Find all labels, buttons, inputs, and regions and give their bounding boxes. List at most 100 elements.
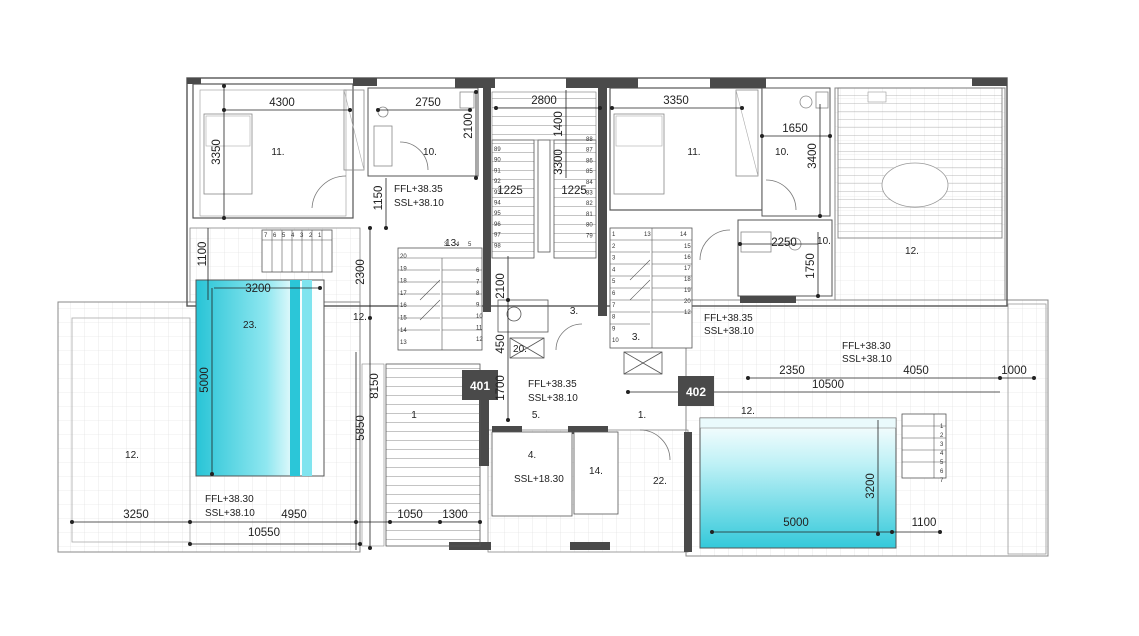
stair-step-number: 80	[586, 223, 593, 229]
room-1-stair: 1	[411, 410, 417, 421]
stair-step-number: 6	[940, 469, 944, 475]
stair-step-number: 2	[612, 244, 616, 250]
room-3-mid: 3.	[632, 332, 640, 343]
stair-step-number: 90	[494, 158, 501, 164]
stair-step-number: 12	[684, 310, 691, 316]
dim-1225-a: 1225	[497, 185, 523, 197]
stair-step-number: 8	[612, 315, 616, 321]
stair-step-number: 3	[444, 242, 448, 248]
stair-step-number: 96	[494, 222, 501, 228]
room-22: 22.	[653, 476, 667, 487]
dim-2100-a: 2100	[463, 113, 475, 139]
level-ssl-center: SSL+38.10	[528, 393, 578, 404]
deck-top-right	[837, 87, 1003, 239]
dim-10500: 10500	[812, 379, 844, 391]
dim-3200-pool: 3200	[245, 283, 271, 295]
stair-step-number: 10	[612, 338, 619, 344]
stair-step-number: 5	[468, 242, 472, 248]
stair-step-number: 6	[273, 233, 277, 239]
dim-3250: 3250	[123, 509, 149, 521]
stair-step-number: 2	[940, 433, 944, 439]
dim-1300: 1300	[442, 509, 468, 521]
stair-step-number: 83	[586, 191, 593, 197]
room-23: 23.	[243, 320, 257, 331]
room-12-mid: 12.	[353, 312, 367, 323]
level-ffl-center: FFL+38.35	[528, 379, 577, 390]
stair-step-number: 3	[300, 233, 304, 239]
room-5: 5.	[532, 410, 540, 421]
stair-step-number: 91	[494, 168, 501, 174]
stair-step-numbers: 8990919293949596979888878685848382818079…	[264, 137, 944, 484]
stair-step-number: 3	[612, 256, 616, 262]
dim-1000: 1000	[1001, 365, 1027, 377]
stair-step-number: 3	[940, 442, 944, 448]
dim-1650: 1650	[782, 123, 808, 135]
stair-step-number: 17	[684, 266, 691, 272]
stair-step-number: 95	[494, 211, 501, 217]
stair-step-number: 17	[400, 291, 407, 297]
dim-10550: 10550	[248, 527, 280, 539]
dim-2800: 2800	[531, 95, 557, 107]
doors	[311, 141, 797, 461]
room-1-mid: 1.	[638, 410, 646, 421]
stair-step-number: 89	[494, 147, 501, 153]
stair-step-number: 8	[476, 291, 480, 297]
level-labels: FFL+38.35 SSL+38.10 FFL+38.35 SSL+38.10 …	[205, 184, 892, 519]
dim-5000-pool: 5000	[199, 367, 211, 393]
room-12-right: 12.	[741, 406, 755, 417]
dim-3200-right: 3200	[865, 473, 877, 499]
stair-step-number: 13	[400, 340, 407, 346]
stair-step-number: 5	[940, 460, 944, 466]
stair-step-number: 9	[612, 326, 616, 332]
stair-step-number: 1	[318, 233, 322, 239]
dim-2750: 2750	[415, 97, 441, 109]
level-ssl-terrace-left: SSL+38.10	[205, 508, 255, 519]
dim-4050: 4050	[903, 365, 929, 377]
stair-step-number: 15	[400, 316, 407, 322]
stair-step-number: 19	[400, 266, 407, 272]
room-11-right: 11.	[687, 147, 700, 158]
stair-step-number: 92	[494, 179, 501, 185]
stair-step-number: 84	[586, 180, 593, 186]
pool-left	[195, 279, 325, 477]
stair-step-number: 19	[684, 288, 691, 294]
stair-401	[397, 247, 483, 351]
level-ffl-terrace-right: FFL+38.30	[842, 341, 891, 352]
dim-4950: 4950	[281, 509, 307, 521]
bed-left	[203, 113, 253, 195]
stair-step-number: 4	[612, 267, 616, 273]
stair-step-number: 6	[476, 268, 480, 274]
level-ffl-terrace-left: FFL+38.30	[205, 494, 254, 505]
room-10-left: 10.	[423, 147, 437, 158]
room-11-left: 11.	[271, 147, 284, 158]
level-ssl-top-mid: SSL+38.10	[394, 198, 444, 209]
dim-2350: 2350	[779, 365, 805, 377]
stair-step-number: 88	[586, 137, 593, 143]
unit-tag-402[interactable]: 402	[678, 376, 714, 406]
dim-3350-side: 3350	[211, 139, 223, 165]
room-12-top-right: 12.	[905, 246, 919, 257]
dim-5000-right: 5000	[783, 517, 809, 529]
dim-4300: 4300	[269, 97, 295, 109]
stair-step-number: 1	[940, 424, 944, 430]
unit-tag-401[interactable]: 401	[462, 370, 498, 400]
central-stair	[491, 91, 597, 259]
level-ssl-terrace-right: SSL+38.10	[842, 354, 892, 365]
level-ssl-room4: SSL+18.30	[514, 474, 564, 485]
stair-step-number: 4	[456, 242, 460, 248]
room-3-left: 3.	[570, 306, 578, 317]
stair-step-number: 20	[684, 299, 691, 305]
dim-8150: 8150	[369, 373, 381, 399]
svg-text:402: 402	[686, 385, 706, 399]
stair-step-number: 15	[684, 244, 691, 250]
stair-step-number: 18	[684, 277, 691, 283]
dim-1750: 1750	[805, 253, 817, 279]
stair-step-number: 7	[264, 233, 268, 239]
dim-1700: 1700	[495, 375, 507, 401]
stair-step-number: 16	[400, 303, 407, 309]
room-20: 20.	[513, 344, 527, 355]
stair-step-number: 97	[494, 233, 501, 239]
stair-step-number: 10	[476, 314, 483, 320]
stair-step-number: 4	[291, 233, 295, 239]
stair-step-number: 4	[940, 451, 944, 457]
